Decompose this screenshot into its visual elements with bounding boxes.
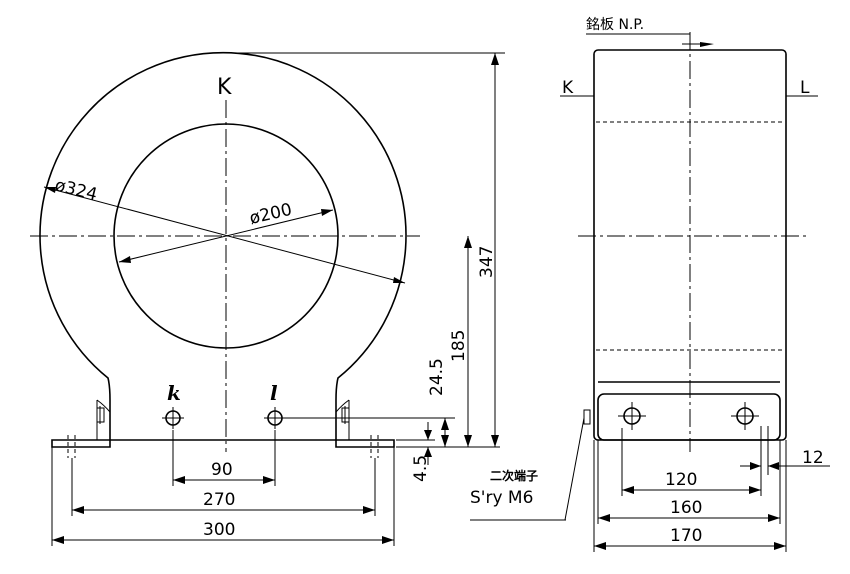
total-depth-label: 170 <box>670 526 702 546</box>
terminal-l-label: l <box>270 381 278 405</box>
hole-offset-label: 12 <box>802 448 824 468</box>
primary-terminal-k-label: K <box>217 75 232 100</box>
front-view: k l K ø324 ø200 347 185 24.5 <box>30 51 505 546</box>
secondary-terminal-jp-label: 二次端子 <box>490 468 538 483</box>
side-terminal-right <box>731 402 759 430</box>
foot-thickness-label: 4.5 <box>411 455 431 482</box>
terminal-box <box>597 393 781 441</box>
side-l-label: L <box>800 78 810 98</box>
right-side-bolt <box>341 406 350 424</box>
nameplate-label: 銘板 N.P. <box>586 17 644 33</box>
inner-diameter-label: ø200 <box>248 200 294 229</box>
side-k-label: K <box>562 78 574 98</box>
inner-opening <box>113 123 339 349</box>
center-height-label: 185 <box>449 330 469 362</box>
side-hole-spacing-label: 160 <box>670 498 702 518</box>
side-view: K L 銘板 N.P. 二次端子 S'ry M6 12 120 <box>470 17 830 552</box>
base-width-label: 300 <box>203 520 235 540</box>
secondary-terminal-spec-label: S'ry M6 <box>470 488 533 508</box>
terminal-k-label: k <box>167 381 181 405</box>
right-foot <box>335 439 395 448</box>
terminal-l-symbol <box>264 407 286 429</box>
ring-outline <box>39 51 407 441</box>
hole-spacing-label: 270 <box>203 490 235 510</box>
terminal-box-spacing-label: 120 <box>665 470 697 490</box>
terminal-height-label: 24.5 <box>427 358 447 396</box>
total-height-label: 347 <box>477 246 497 278</box>
left-foot <box>51 439 111 448</box>
left-side-bolt <box>96 406 105 424</box>
side-terminal-left <box>618 402 646 430</box>
outer-diameter-label: ø324 <box>53 175 99 205</box>
terminal-spacing-label: 90 <box>211 460 233 480</box>
terminal-k-symbol <box>162 407 184 429</box>
